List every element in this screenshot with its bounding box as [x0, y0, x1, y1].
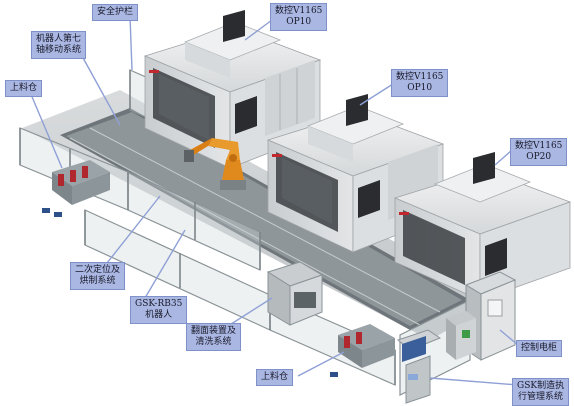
- label-robot-axis-system: 机器人第七 轴移动系统: [31, 31, 87, 59]
- label-cnc-op10-2: 数控V1165 OP10: [391, 69, 449, 97]
- label-robot: GSK-RB35 机器人: [130, 296, 188, 324]
- label-line: OP10: [286, 17, 312, 27]
- flip-clean-station: [266, 261, 324, 326]
- label-cnc-op10-1: 数控V1165 OP10: [270, 3, 328, 31]
- label-mes-system: GSK制造执 行管理系统: [512, 378, 570, 406]
- label-control-cabinet: 控制电柜: [516, 340, 563, 357]
- label-cnc-op20: 数控V1165 OP20: [510, 138, 568, 166]
- mes-terminal: [396, 329, 442, 404]
- label-line: OP10: [407, 83, 433, 93]
- label-feed-bin-bottom: 上料仓: [256, 369, 294, 386]
- label-line: 二次定位及: [75, 265, 121, 275]
- label-line: 清洗系统: [195, 337, 232, 347]
- feed-bin-top: [42, 160, 110, 217]
- label-line: GSK制造执: [517, 381, 565, 391]
- label-line: 数控V1165: [515, 141, 563, 151]
- label-safety-fence: 安全护栏: [92, 4, 139, 21]
- control-cabinet: [446, 271, 517, 361]
- label-line: 数控V1165: [396, 72, 444, 82]
- leader-lines: [29, 15, 519, 386]
- label-line: 行管理系统: [518, 392, 564, 402]
- robot-arm: [184, 138, 246, 190]
- label-line: 机器人第七: [36, 34, 82, 44]
- label-line: 轴移动系统: [36, 45, 82, 55]
- label-line: GSK-RB35: [135, 299, 183, 309]
- label-line: 数控V1165: [275, 6, 323, 16]
- feed-bin-bottom: [330, 324, 395, 377]
- label-flip-clean-system: 翻面装置及 清洗系统: [186, 323, 242, 351]
- label-line: OP20: [526, 152, 552, 162]
- label-line: 烘制系统: [79, 276, 116, 286]
- label-line: 机器人: [145, 310, 173, 320]
- label-positioning-system: 二次定位及 烘制系统: [70, 262, 126, 290]
- label-line: 翻面装置及: [191, 326, 237, 336]
- label-feed-bin-top: 上料仓: [5, 80, 43, 97]
- cnc-machine-3: [393, 152, 572, 301]
